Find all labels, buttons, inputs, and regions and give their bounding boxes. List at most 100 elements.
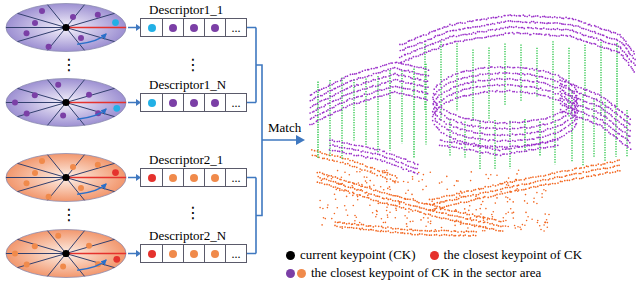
cloud-point: [380, 231, 382, 233]
sector-ellipse: [6, 4, 126, 52]
cloud-point: [458, 211, 460, 213]
cloud-point: [497, 184, 499, 186]
cloud-point: [549, 173, 551, 175]
cloud-point: [434, 107, 436, 109]
cloud-point: [531, 16, 533, 18]
cloud-point: [417, 229, 419, 231]
cloud-point: [542, 22, 544, 24]
cloud-point: [524, 200, 526, 202]
cloud-point: [624, 45, 626, 47]
cloud-point: [317, 176, 319, 178]
cloud-point: [359, 168, 361, 170]
cloud-point: [344, 163, 346, 165]
cloud-point: [341, 189, 343, 191]
cloud-point: [512, 67, 514, 69]
cloud-point: [392, 180, 394, 182]
cloud-point: [457, 40, 459, 42]
cloud-point: [575, 97, 577, 99]
cloud-point: [338, 221, 340, 223]
cloud-point: [519, 133, 521, 135]
cloud-point: [443, 217, 445, 219]
cloud-point: [472, 26, 474, 28]
cloud-point: [594, 175, 596, 177]
cloud-point: [628, 62, 630, 64]
cloud-point: [575, 177, 577, 179]
cloud-point: [503, 21, 505, 23]
cloud-point: [526, 16, 528, 18]
cloud-point: [472, 137, 474, 139]
cloud-point: [369, 186, 371, 188]
cloud-point: [447, 25, 449, 27]
cloud-point: [475, 19, 477, 21]
cloud-point: [364, 196, 366, 198]
cloud-point: [484, 37, 486, 39]
cloud-point: [437, 35, 439, 37]
cloud-point: [509, 14, 511, 16]
cloud-point: [480, 213, 482, 215]
cloud-point: [326, 174, 328, 176]
cloud-point: [555, 120, 557, 122]
cloud-point: [496, 35, 498, 37]
cloud-point: [485, 36, 487, 38]
cloud-point: [435, 42, 437, 44]
cloud-point: [335, 186, 337, 188]
cloud-point: [475, 189, 477, 191]
cloud-point: [472, 234, 474, 236]
cloud-point: [353, 227, 355, 229]
cloud-point: [342, 222, 344, 224]
cloud-point: [479, 31, 481, 33]
cloud-point: [433, 230, 435, 232]
cloud-point: [340, 179, 342, 181]
cloud-point: [390, 194, 392, 196]
cloud-point: [436, 234, 438, 236]
cloud-point: [517, 73, 519, 75]
cloud-point: [557, 131, 559, 133]
cloud-point: [547, 128, 549, 130]
cloud-point: [540, 180, 542, 182]
cloud-point: [482, 217, 484, 219]
cloud-point: [560, 181, 562, 183]
cloud-point: [450, 113, 452, 115]
cloud-point: [462, 77, 464, 79]
cloud-point: [431, 38, 433, 40]
cloud-point: [524, 15, 526, 17]
cloud-point: [442, 207, 444, 209]
sector-line: [18, 28, 67, 42]
cloud-point: [561, 170, 563, 172]
cloud-point: [367, 170, 369, 172]
cloud-point: [493, 211, 495, 213]
cloud-point: [348, 223, 350, 225]
cloud-point: [470, 137, 472, 139]
cloud-point: [524, 179, 526, 181]
cloud-point: [586, 41, 588, 43]
cloud-point: [375, 216, 377, 218]
cloud-point: [533, 138, 535, 140]
cloud-point: [422, 53, 424, 55]
cloud-point: [514, 140, 516, 142]
cloud-point: [459, 195, 461, 197]
cloud-point: [498, 34, 500, 36]
cloud-point: [326, 158, 328, 160]
cloud-point: [407, 46, 409, 48]
cloud-point: [377, 170, 379, 172]
cloud-point: [482, 132, 484, 134]
cloud-point: [421, 47, 423, 49]
cloud-pole: [317, 82, 318, 159]
cloud-point: [343, 180, 345, 182]
cloud-point: [366, 176, 368, 178]
cloud-point: [509, 128, 511, 130]
keypoint-dot: [95, 162, 101, 168]
cloud-point: [480, 132, 482, 134]
cloud-point: [514, 225, 516, 227]
cloud-point: [565, 92, 567, 94]
cloud-point: [549, 116, 551, 118]
cloud-point: [519, 67, 521, 69]
cloud-point: [603, 41, 605, 43]
cloud-point: [400, 232, 402, 234]
cloud-point: [467, 218, 469, 220]
cloud-point: [443, 26, 445, 28]
cloud-point: [512, 201, 514, 203]
cloud-point: [462, 217, 464, 219]
cloud-point: [477, 37, 479, 39]
cloud-point: [494, 194, 496, 196]
